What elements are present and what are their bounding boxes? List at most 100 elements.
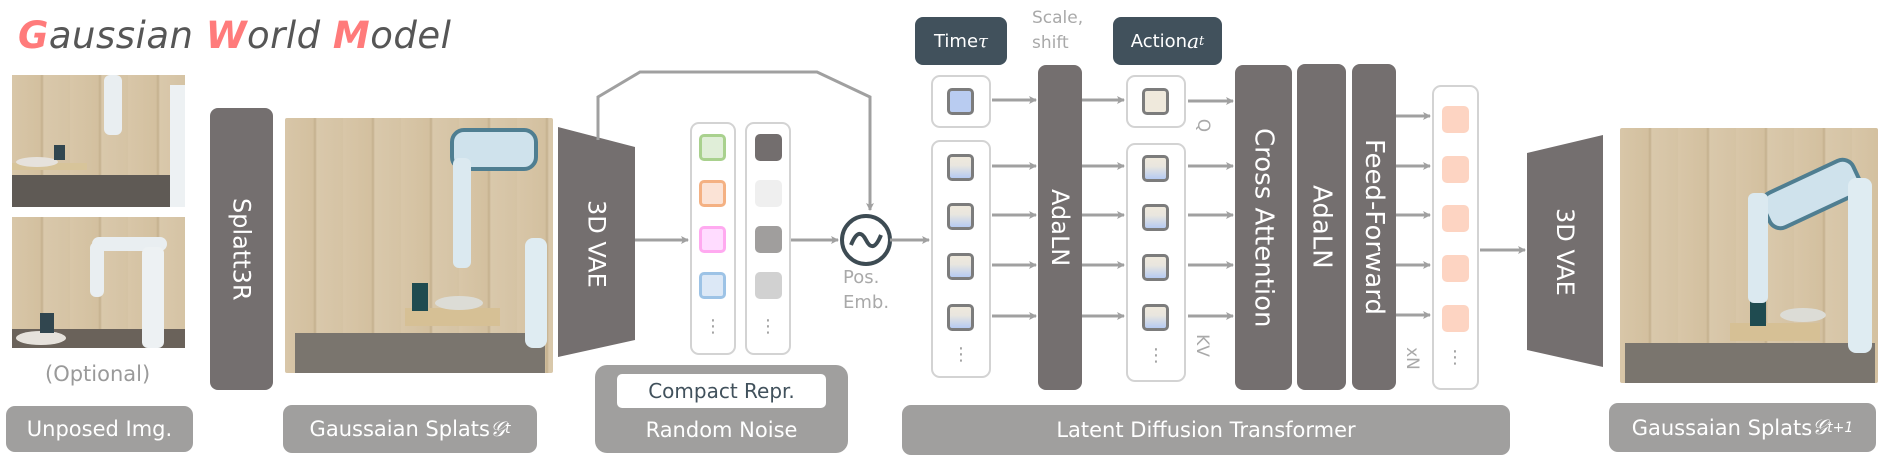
latent-label-box: Compact Repr. Random Noise [595,365,848,453]
compact-repr-label: Compact Repr. [617,374,826,408]
vae-encoder-shape [558,127,635,357]
time-label: Time [933,30,979,52]
ffn-to-output-arrows [1396,112,1431,319]
title-letter-g: G [18,14,49,57]
noise-token-dark [755,134,782,161]
robot-arm-lower [90,242,104,297]
latent-token [947,253,974,280]
kv-token [1142,204,1169,231]
compact-repr-column: ⋮ [690,122,736,355]
robot-base [1848,178,1872,353]
adaln-2-label: AdaLN [1306,185,1337,269]
random-noise-label: Random Noise [645,418,798,442]
optional-label: (Optional) [45,362,151,386]
token-pink [699,226,726,253]
pos-emb-label: Pos. Emb. [843,265,889,315]
latent-tokens-container: ⋮ [931,140,991,378]
action-token [1142,88,1169,115]
floor [1625,343,1875,383]
bowl [1780,308,1826,322]
time-condition: Time τ [915,17,1007,65]
title-text-orld: orld [247,14,333,57]
title-text-aussian: aussian [48,14,206,57]
output-token [1442,205,1469,232]
repeat-label: xN [1401,347,1422,370]
robot-base [142,247,164,348]
table [1730,323,1820,341]
vae-decoder-shape [1527,135,1603,367]
output-tokens-container: ⋮ [1432,85,1479,390]
cross-attention-label: Cross Attention [1248,127,1279,328]
output-token [1442,106,1469,133]
robot-base [525,238,547,348]
table [405,308,500,326]
noise-token-light [755,180,782,207]
robot-arm-lower [453,158,471,268]
input-photo-1 [12,75,185,207]
q-label: Q [1193,118,1214,133]
ellipsis: ⋮ [952,344,970,365]
diagram-title: Gaussian World Model [18,14,451,57]
kv-token [1142,254,1169,281]
tau-symbol: τ [978,30,989,52]
output-token [1442,156,1469,183]
cross-attention-block: Cross Attention [1235,65,1292,390]
bowl [435,296,483,310]
latent-token [947,203,974,230]
vae-decoder-label: 3D VAE [1551,207,1579,296]
adaln-to-tokens-arrows [1082,96,1125,320]
title-letter-w: W [205,14,248,57]
gaussian-splats-t1-image [1620,128,1878,383]
pos-emb-line1: Pos. [843,267,880,288]
vae-decoder-label-wrap: 3D VAE [1527,153,1603,350]
noise-token-pale [755,272,782,299]
cup [412,283,428,311]
tokens-to-adaln-arrows [992,96,1037,320]
token-blue [699,272,726,299]
floor [295,333,545,373]
pos-emb-line2: Emb. [843,292,890,313]
robot-arm [104,75,122,135]
output-token [1442,305,1469,332]
cup [1750,298,1766,326]
skip-connection-arrow [596,70,874,211]
splats-t1-subscript: t+1 [1827,419,1854,436]
vae-encoder-label-wrap: 3D VAE [558,147,635,340]
time-token-container [931,75,991,128]
ellipsis: ⋮ [704,316,722,337]
bowl [16,331,66,345]
action-symbol: a [1187,29,1200,53]
random-noise-column: ⋮ [745,122,791,355]
splats-t-symbol: 𝒢 [489,416,505,441]
title-text-odel: odel [370,14,452,57]
adaln-1-label: AdaLN [1046,188,1074,267]
scale-text: Scale, [1032,8,1084,28]
splats-t-subscript: t [504,421,511,437]
kv-token [1142,155,1169,182]
ellipsis: ⋮ [1147,345,1165,366]
feed-forward-block: Feed-Forward [1352,64,1396,390]
latent-diffusion-transformer-label: Latent Diffusion Transformer [902,405,1510,455]
unposed-img-label: Unposed Img. [6,406,193,452]
latent-token [947,304,974,331]
action-subscript: t [1199,33,1205,49]
cup [40,313,54,333]
ellipsis: ⋮ [759,316,777,337]
time-token [947,88,974,115]
bowl [16,157,58,167]
title-letter-m: M [332,14,371,57]
ellipsis: ⋮ [1446,347,1464,368]
shift-text: shift [1032,33,1069,53]
scale-shift-label: Scale, shift [1032,6,1083,56]
robot-arm-lower [1748,193,1768,303]
splats-t-text: Gaussaian Splats [309,417,490,441]
adaln-block-1: AdaLN [1038,65,1082,390]
splats-t1-symbol: 𝒢 [1812,415,1828,439]
latent-token [947,154,974,181]
feed-forward-label: Feed-Forward [1359,139,1389,315]
token-green [699,134,726,161]
table [12,163,87,170]
